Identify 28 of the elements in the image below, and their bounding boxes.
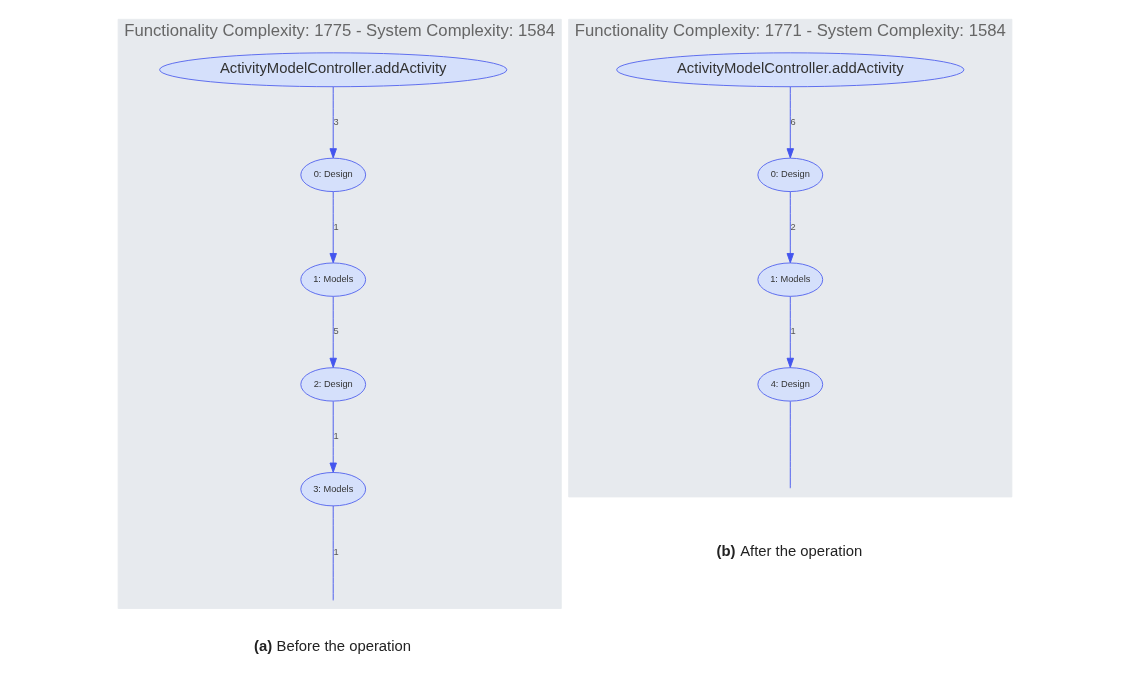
node-ellipse: 0: Design: [300, 157, 367, 193]
arrow: [786, 191, 794, 264]
edge-label: 1: [790, 326, 796, 337]
edge-label: 5: [333, 326, 339, 337]
arrow: [786, 296, 794, 368]
node-ellipse: 1: Models: [757, 262, 824, 297]
arrow: [329, 400, 337, 473]
edge-label: 1: [333, 221, 339, 232]
node-ellipse: 0: Design: [757, 157, 824, 193]
edge-label: 6: [790, 116, 796, 127]
node-ellipse: 1: Models: [300, 262, 367, 297]
node-ellipse: ActivityModelController.addActivity: [159, 52, 508, 88]
connector: [789, 400, 791, 489]
edge-label: 2: [790, 221, 796, 232]
edge-label: 1: [333, 431, 339, 442]
edge-label: 3: [333, 116, 339, 127]
node-label: (a) Before the operation: [253, 637, 411, 654]
node-ellipse: 2: Design: [300, 367, 367, 402]
node-label: (b) After the operation: [716, 542, 863, 559]
node-ellipse: 4: Design: [757, 367, 824, 402]
arrow: [329, 296, 337, 368]
node-ellipse: 3: Models: [300, 472, 367, 507]
edge-label: 1: [333, 547, 339, 558]
node-ellipse: ActivityModelController.addActivity: [616, 52, 965, 88]
connector: [332, 505, 334, 601]
arrow: [329, 86, 337, 159]
arrow: [786, 86, 794, 159]
arrow: [329, 191, 337, 264]
